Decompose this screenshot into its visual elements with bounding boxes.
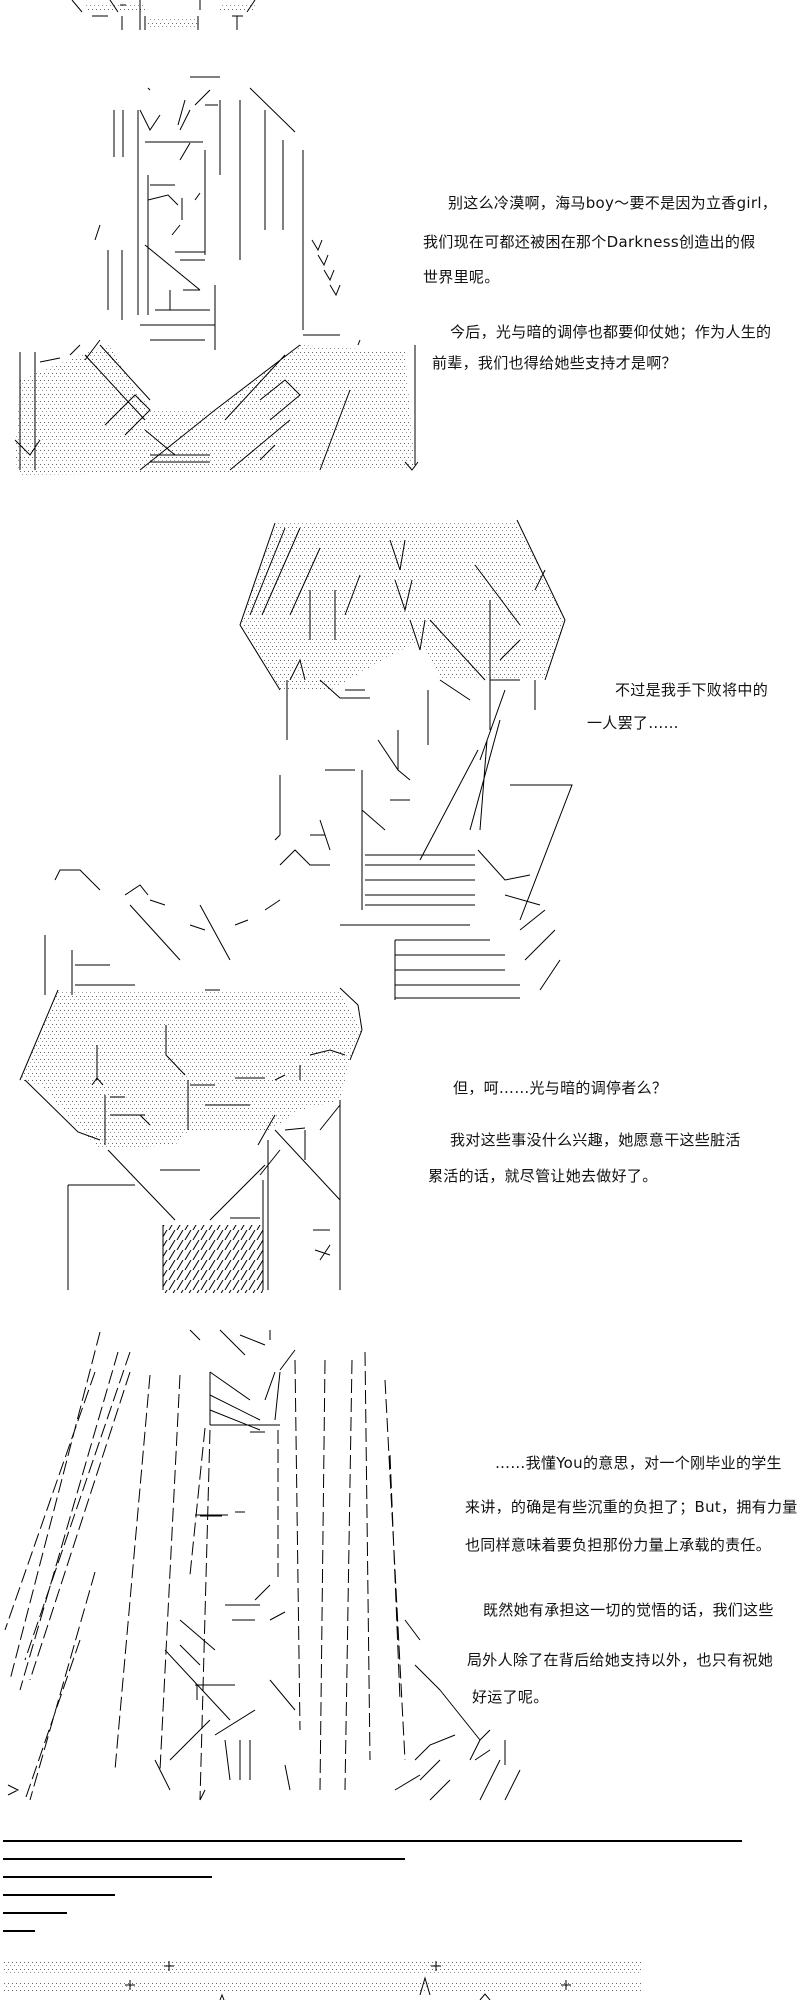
ascii-art-fragment-bottom	[3, 1961, 641, 2000]
dialogue-line: 别这么冷漠啊，海马boy～要不是因为立香girl，	[448, 194, 778, 212]
ascii-art-fragment-top	[71, 0, 256, 30]
ascii-art-panel-1	[14, 76, 419, 475]
dialogue-line: 既然她有承担这一切的觉悟的话，我们这些	[483, 1601, 774, 1619]
dialogue-line: ……我懂You的意思，对一个刚毕业的学生	[495, 1454, 782, 1472]
dialogue-line: 也同样意味着要负担那份力量上承载的责任。	[465, 1536, 772, 1554]
dialogue-line: 不过是我手下败将中的	[615, 681, 769, 699]
dialogue-line: 一人罢了……	[587, 714, 679, 732]
dialogue-line: 好运了呢。	[472, 1688, 549, 1706]
ascii-art-panel-4	[4, 1329, 521, 1801]
dialogue-line: 我对这些事没什么兴趣，她愿意干这些脏活	[450, 1131, 741, 1149]
dialogue-line: 今后，光与暗的调停也都要仰仗她；作为人生的	[450, 323, 772, 341]
separator-lines	[3, 1840, 742, 1932]
dialogue-line: 但，呵……光与暗的调停者么？	[453, 1079, 668, 1097]
dialogue-line: 我们现在可都还被困在那个Darkness创造出的假	[423, 233, 756, 251]
dialogue-line: 来讲，的确是有些沉重的负担了；But，拥有力量	[465, 1498, 798, 1516]
dialogue-line: 累活的话，就尽管让她去做好了。	[428, 1167, 658, 1185]
dialogue-line: 世界里呢。	[423, 268, 500, 286]
dialogue-line: 前辈，我们也得给她些支持才是啊？	[432, 354, 677, 372]
ascii-art-panel-2	[44, 519, 573, 1000]
ascii-art-panel-3	[19, 987, 363, 1293]
dialogue-line: 局外人除了在背后给她支持以外，也只有祝她	[467, 1651, 774, 1669]
